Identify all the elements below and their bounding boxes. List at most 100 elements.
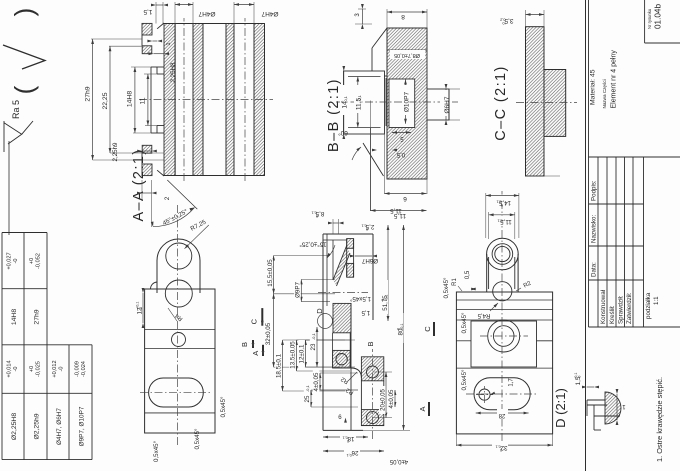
svg-text:0,5x45°: 0,5x45° — [461, 369, 468, 391]
svg-text:Ø4H7: Ø4H7 — [261, 10, 278, 17]
svg-text:B: B — [240, 342, 249, 347]
svg-text:Kreślił:: Kreślił: — [609, 305, 616, 324]
svg-text:14: 14 — [342, 101, 349, 109]
svg-text:D (2:1): D (2:1) — [553, 388, 568, 428]
svg-text:22,25: 22,25 — [102, 92, 109, 109]
svg-text:3: 3 — [355, 13, 361, 17]
svg-text:0,5x45°: 0,5x45° — [220, 396, 227, 418]
svg-text:-0,1: -0,1 — [342, 436, 349, 440]
svg-text:27h9: 27h9 — [85, 86, 92, 101]
svg-text:-0,1: -0,1 — [305, 385, 310, 392]
svg-text:A: A — [251, 351, 260, 356]
svg-text:1,7: 1,7 — [509, 378, 515, 387]
svg-text:2,25H8: 2,25H8 — [170, 62, 177, 83]
svg-text:0: 0 — [381, 299, 385, 301]
svg-text:8: 8 — [401, 13, 405, 20]
svg-text:4±0,05: 4±0,05 — [313, 372, 320, 391]
svg-text:0,5x45°: 0,5x45° — [443, 277, 450, 299]
svg-text:11,5: 11,5 — [356, 98, 363, 111]
svg-text:11,5: 11,5 — [390, 207, 402, 214]
svg-text:(: ( — [9, 85, 39, 94]
svg-text:1,5x45°: 1,5x45° — [349, 295, 371, 302]
svg-text:Ø6H7: Ø6H7 — [444, 96, 451, 113]
svg-text:+0: +0 — [29, 258, 35, 264]
svg-text:-0,1: -0,1 — [343, 95, 348, 103]
svg-text:2: 2 — [165, 196, 171, 200]
svg-text:C: C — [423, 326, 432, 332]
svg-text:Element nr 4 pełny: Element nr 4 pełny — [611, 50, 618, 109]
svg-text:-0,1: -0,1 — [497, 219, 504, 223]
svg-text:25: 25 — [304, 395, 311, 402]
svg-text:15°±0,25°: 15°±0,25° — [299, 241, 327, 248]
svg-text:12: 12 — [137, 307, 144, 314]
svg-text:13,5±0,05: 13,5±0,05 — [290, 341, 297, 369]
svg-text:R4,5: R4,5 — [477, 312, 490, 318]
svg-text:-0,1: -0,1 — [361, 224, 368, 228]
svg-text:14H8: 14H8 — [127, 91, 134, 107]
svg-text:Podpis:: Podpis: — [591, 180, 598, 201]
svg-text:3,5: 3,5 — [504, 17, 513, 24]
svg-text:0,5: 0,5 — [465, 270, 471, 279]
svg-text:Ø4H7, Ø6H7: Ø4H7, Ø6H7 — [56, 408, 63, 445]
svg-text:1:1: 1:1 — [653, 296, 660, 305]
svg-text:60°: 60° — [338, 129, 348, 137]
svg-text:-0,1: -0,1 — [496, 200, 503, 204]
svg-text:51,75: 51,75 — [382, 295, 389, 311]
svg-text:-0,1: -0,1 — [400, 323, 404, 330]
svg-text:-0,1: -0,1 — [357, 94, 362, 102]
svg-text:C–C (2:1): C–C (2:1) — [493, 65, 509, 140]
svg-text:0,5x45°: 0,5x45° — [461, 312, 468, 334]
svg-text:14H8: 14H8 — [11, 309, 18, 325]
svg-text:+0,027: +0,027 — [6, 252, 12, 269]
svg-text:0: 0 — [366, 227, 368, 231]
svg-text:Nr rysunku: Nr rysunku — [647, 8, 652, 29]
svg-text:26: 26 — [351, 449, 358, 456]
svg-text:-0: -0 — [13, 259, 19, 264]
svg-text:Ra 5: Ra 5 — [11, 100, 21, 119]
svg-text:18,5±0,1: 18,5±0,1 — [276, 353, 283, 378]
svg-text:Konstruował: Konstruował — [600, 289, 607, 324]
svg-text:Ø4H7: Ø4H7 — [198, 10, 215, 17]
svg-text:Materiał: 45: Materiał: 45 — [590, 69, 597, 105]
svg-text:20±0,05: 20±0,05 — [380, 389, 386, 411]
svg-text:4±0,05: 4±0,05 — [388, 389, 395, 408]
svg-text:-0: -0 — [58, 367, 64, 372]
svg-text:-0: -0 — [13, 367, 19, 372]
svg-text:+0,012: +0,012 — [52, 360, 58, 377]
svg-text:0,5: 0,5 — [396, 151, 405, 157]
svg-text:): ) — [9, 8, 39, 17]
svg-text:-0,1: -0,1 — [384, 294, 388, 301]
svg-text:1,5: 1,5 — [361, 309, 370, 316]
svg-text:12±0,1: 12±0,1 — [299, 344, 306, 363]
svg-text:C: C — [250, 318, 259, 324]
svg-text:8,5: 8,5 — [315, 210, 324, 217]
svg-text:0: 0 — [339, 100, 344, 103]
svg-text:6: 6 — [403, 195, 407, 202]
svg-text:podziałka: podziałka — [645, 292, 652, 319]
svg-text:B–B (2:1): B–B (2:1) — [326, 78, 342, 152]
svg-text:0: 0 — [347, 439, 349, 443]
svg-text:23: 23 — [310, 343, 317, 350]
svg-text:1: 1 — [622, 403, 626, 409]
svg-text:Ø9P7: Ø9P7 — [295, 282, 302, 298]
svg-text:D: D — [315, 308, 324, 314]
svg-text:-0,1: -0,1 — [311, 211, 318, 215]
svg-text:01.04b: 01.04b — [654, 4, 663, 29]
svg-text:0: 0 — [396, 328, 400, 330]
svg-text:5: 5 — [400, 135, 404, 141]
svg-text:11,5: 11,5 — [500, 218, 512, 225]
svg-text:R2: R2 — [345, 386, 355, 395]
svg-text:-0: -0 — [577, 376, 581, 379]
svg-text:-0,1: -0,1 — [346, 453, 353, 457]
svg-text:R1: R1 — [452, 278, 458, 286]
svg-text:A–A (2:1): A–A (2:1) — [131, 148, 147, 221]
svg-text:-0,024: -0,024 — [81, 361, 87, 377]
svg-text:+0: +0 — [502, 21, 507, 26]
svg-text:Nazwa Części: Nazwa Części — [602, 79, 607, 108]
svg-text:B: B — [366, 341, 375, 346]
svg-text:Data:: Data: — [591, 262, 598, 277]
svg-text:-0,1: -0,1 — [495, 445, 502, 449]
svg-text:32±0,05: 32±0,05 — [265, 322, 272, 345]
svg-text:-0,052: -0,052 — [35, 253, 41, 269]
svg-text:2,25h9: 2,25h9 — [112, 142, 119, 161]
